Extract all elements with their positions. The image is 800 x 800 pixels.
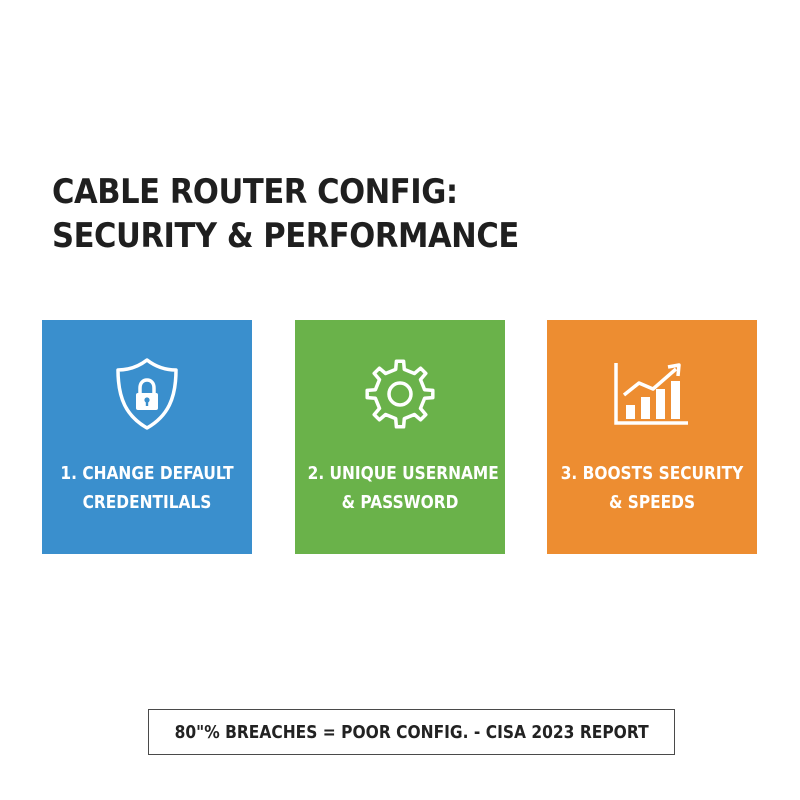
card-label-line-2: & SPEEDS	[608, 493, 696, 513]
growth-chart-icon	[547, 354, 757, 434]
shield-lock-icon	[42, 354, 252, 434]
source-citation-box: 80"% BREACHES = POOR CONFIG. - CISA 2023…	[148, 709, 675, 755]
page-title-line-2: SECURITY & PERFORMANCE	[52, 216, 519, 256]
page-title: CABLE ROUTER CONFIG: SECURITY & PERFORMA…	[52, 170, 519, 258]
card-label-line-1: 1. CHANGE DEFAULT	[60, 464, 234, 484]
source-citation-text: 80"% BREACHES = POOR CONFIG. - CISA 2023…	[174, 721, 649, 743]
card-boost-performance: 3. BOOSTS SECURITY & SPEEDS	[547, 320, 757, 554]
card-label-line-2: & PASSWORD	[341, 493, 459, 513]
page-title-line-1: CABLE ROUTER CONFIG:	[52, 172, 458, 212]
card-label: 1. CHANGE DEFAULT CREDENTILALS	[42, 460, 252, 518]
card-label-line-2: CREDENTILALS	[82, 493, 212, 513]
card-change-credentials: 1. CHANGE DEFAULT CREDENTILALS	[42, 320, 252, 554]
card-label: 3. BOOSTS SECURITY & SPEEDS	[547, 460, 757, 518]
gear-icon	[295, 354, 505, 434]
card-unique-credentials: 2. UNIQUE USERNAME & PASSWORD	[295, 320, 505, 554]
card-label-line-1: 3. BOOSTS SECURITY	[560, 464, 744, 484]
card-label-line-1: 2. UNIQUE USERNAME	[307, 464, 499, 484]
card-label: 2. UNIQUE USERNAME & PASSWORD	[295, 460, 505, 518]
